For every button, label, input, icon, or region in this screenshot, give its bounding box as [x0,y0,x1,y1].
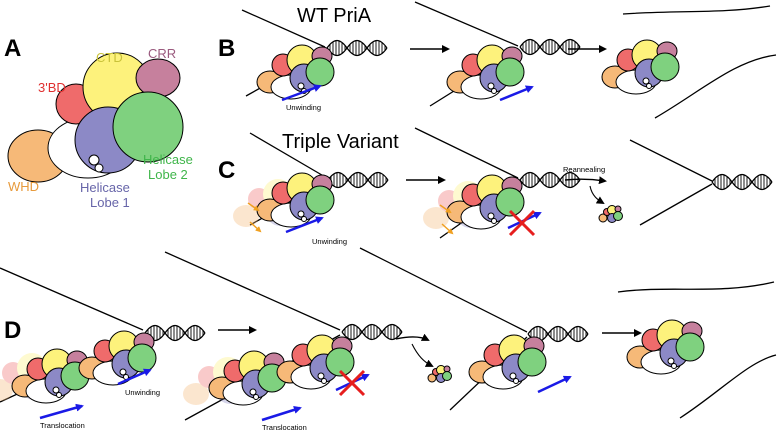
reannealing-label: Reannealing [563,165,605,174]
wobble-arrow [247,202,260,212]
priA-complex [256,44,335,100]
panel-b-title: WT PriA [297,5,372,27]
dissociation-arrow [589,185,605,205]
priA-complex [468,334,547,390]
panel-d-step4-fork [617,281,777,419]
unwinding-label: Unwinding [286,103,321,112]
wobble-arrow [441,223,454,235]
panel-c-letter: C [218,157,235,184]
helicase-lobe-1-line1: Helicase [80,180,130,195]
panel-a-domain-model [7,52,184,183]
unwinding-arrow [281,84,322,102]
translocation-arrow [261,405,302,422]
unwinding-label: Unwinding [312,237,347,246]
unwinding-arrow [537,375,572,394]
priA-complex-free [626,319,705,375]
unwinding-arrow [285,216,324,234]
panel-c-step3-fork [629,139,773,226]
priA-variant-complex [256,172,335,228]
dissociation-arrow [411,343,434,367]
priA-leading-complex [78,330,157,386]
priA-dissociated [427,365,452,383]
unwinding-arrow [117,368,152,386]
ctd-label: CTD [96,50,123,65]
unwinding-label: Unwinding [125,388,160,397]
panel-b-letter: B [218,35,235,62]
helicase-lobe-1-label: Helicase Lobe 1 [80,180,133,210]
priA-complex-free [601,39,680,95]
translocation-label: Translocation [40,421,85,430]
whd-label: WHD [8,179,39,194]
wobble-arrow [249,221,262,233]
pocket-detail [94,163,104,173]
priA-variant-dissociated [598,205,623,223]
translocation-label: Translocation [262,423,307,432]
step-arrow [395,333,430,341]
helicase-lobe-2-domain [112,91,184,163]
priA-complex [446,44,525,100]
blocked-cross-icon [338,369,366,397]
helicase-lobe-2-line1: Helicase [143,152,193,167]
panel-d-letter: D [4,317,21,344]
crr-label: CRR [148,46,176,61]
panel-c-title: Triple Variant [282,131,399,153]
blocked-cross-icon [508,209,536,237]
unwinding-arrow [499,85,534,102]
priA-variant-complex [446,174,525,230]
pocket-detail [88,154,100,166]
panel-b-step3-fork [622,5,777,119]
helicase-lobe-2-line2: Lobe 2 [148,167,188,182]
bd3-label: 3'BD [38,80,66,95]
helicase-lobe-1-line2: Lobe 1 [90,195,130,210]
helicase-lobe-2-label: Helicase Lobe 2 [143,152,196,182]
crr-domain [135,58,181,98]
wobble-arrow [439,204,452,214]
reannealing-arrow [564,176,607,185]
translocation-arrow [39,403,84,420]
panel-a-letter: A [4,35,21,62]
priA-leading-complex [276,334,355,390]
